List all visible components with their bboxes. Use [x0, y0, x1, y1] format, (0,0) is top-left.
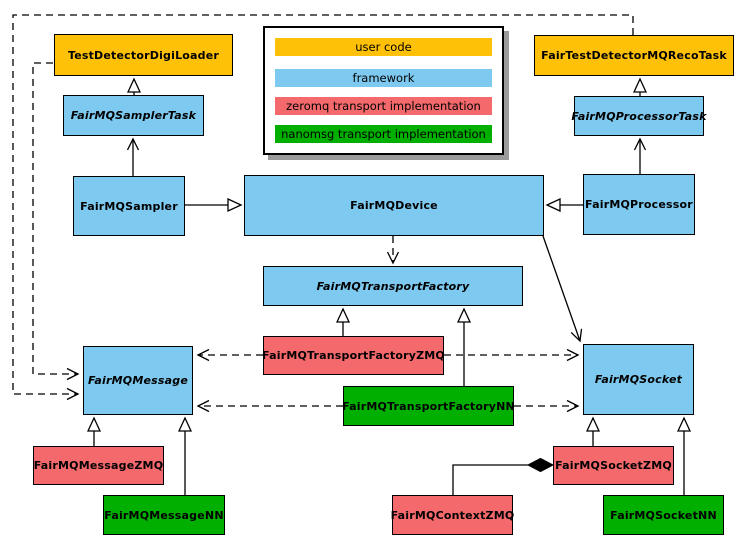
node-fairmq-processor: FairMQProcessor — [583, 174, 695, 235]
node-fairmq-transport-factory: FairMQTransportFactory — [263, 266, 523, 306]
node-test-detector-digi-loader: TestDetectorDigiLoader — [54, 34, 233, 76]
node-fairmq-message-zmq: FairMQMessageZMQ — [33, 446, 164, 485]
node-fairmq-sampler-task: FairMQSamplerTask — [63, 95, 204, 136]
legend-item-nanomsg: nanomsg transport implementation — [275, 125, 492, 143]
node-fair-test-detector-mq-reco-task: FairTestDetectorMQRecoTask — [534, 35, 734, 76]
composition-diamond-icon — [526, 457, 555, 473]
node-fairmq-sampler: FairMQSampler — [73, 176, 185, 236]
dependency-recotask-message — [12, 14, 634, 401]
node-fairmq-message: FairMQMessage — [83, 346, 193, 415]
legend: user code framework zeromq transport imp… — [263, 26, 504, 155]
node-fairmq-message-nn: FairMQMessageNN — [103, 495, 225, 535]
composition-context-socketzmq-line — [452, 464, 528, 495]
node-fairmq-transport-factory-zmq: FairMQTransportFactoryZMQ — [262, 336, 445, 375]
dependency-digiloader-message — [32, 62, 80, 381]
node-fairmq-socket-zmq: FairMQSocketZMQ — [553, 446, 674, 485]
legend-item-user-code: user code — [275, 38, 492, 56]
association-device-socket — [542, 235, 583, 343]
legend-item-zeromq: zeromq transport implementation — [275, 97, 492, 115]
node-fairmq-socket-nn: FairMQSocketNN — [603, 495, 724, 535]
node-fairmq-socket: FairMQSocket — [583, 344, 694, 415]
node-fairmq-processor-task: FairMQProcessorTask — [571, 96, 706, 136]
legend-item-framework: framework — [275, 69, 492, 87]
node-fairmq-context-zmq: FairMQContextZMQ — [391, 495, 514, 535]
node-fairmq-device: FairMQDevice — [244, 175, 544, 236]
node-fairmq-transport-factory-nn: FairMQTransportFactoryNN — [342, 386, 515, 426]
